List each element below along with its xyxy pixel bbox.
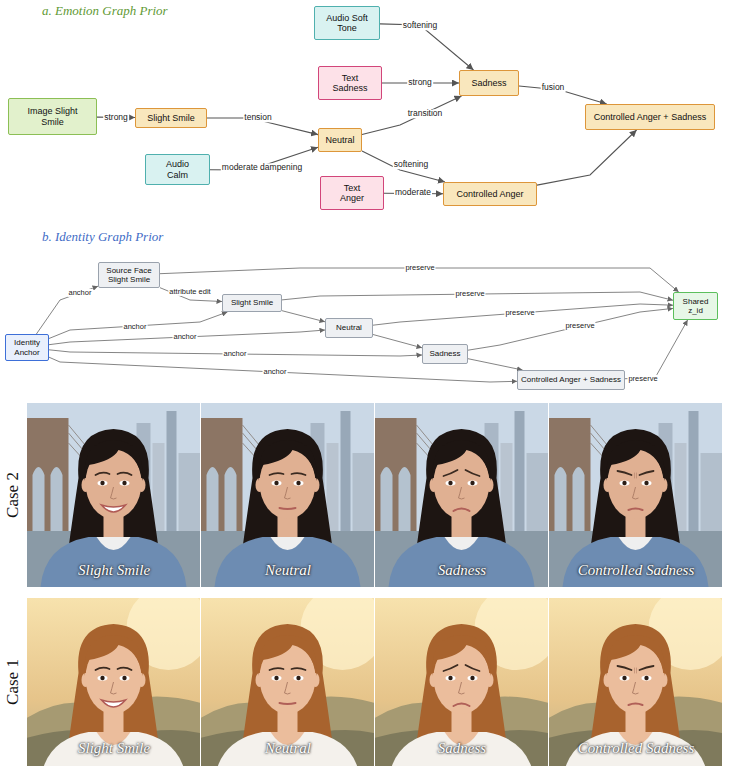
portrait-photo xyxy=(201,586,385,772)
edge-label: anchor xyxy=(123,323,148,331)
node-text: Neutral xyxy=(336,323,362,332)
graph-node: Sadness xyxy=(422,344,468,364)
edge-label: transition xyxy=(407,109,444,118)
node-text: Controlled Anger + Sadness xyxy=(521,375,621,384)
case2-row xyxy=(27,403,723,587)
node-text: Slight Smile xyxy=(231,298,273,307)
graph-node: Identity Anchor xyxy=(5,334,49,361)
node-text: Image Slight Smile xyxy=(22,106,84,127)
graph-node: Audio Soft Tone xyxy=(314,6,380,40)
graph-node: Text Anger xyxy=(320,176,384,210)
edge-label: strong xyxy=(407,78,433,87)
edge-label: anchor xyxy=(263,368,288,376)
graph-node: Slight Smile xyxy=(135,108,207,128)
node-text: Source Face Slight Smile xyxy=(103,266,155,284)
edge-label: tension xyxy=(243,113,272,122)
edge-label: softening xyxy=(402,21,439,30)
image-caption: Controlled Sadness xyxy=(578,740,695,757)
portrait-photo xyxy=(375,586,559,772)
image-caption: Neutral xyxy=(265,562,311,579)
graph-edge xyxy=(380,24,474,70)
image-caption: Neutral xyxy=(265,740,311,757)
image-caption: Sadness xyxy=(438,740,486,757)
edge-label: moderate dampening xyxy=(221,163,303,172)
edge-label: preserve xyxy=(564,322,595,330)
node-text: Audio Calm xyxy=(158,159,198,180)
node-text: Controlled Anger + Sadness xyxy=(594,112,706,122)
graph-edge xyxy=(282,311,325,322)
portrait-photo xyxy=(27,403,201,587)
node-text: Text Sadness xyxy=(328,73,372,94)
graph-node: Controlled Anger + Sadness xyxy=(517,370,625,390)
edge-label: softening xyxy=(393,160,430,169)
edge-label: strong xyxy=(103,113,129,122)
graph-edge xyxy=(362,96,462,135)
node-text: Identity Anchor xyxy=(9,338,45,356)
portrait-photo xyxy=(27,586,211,772)
edge-label: preserve xyxy=(504,309,535,317)
edge-label: preserve xyxy=(404,264,435,272)
graph-edge xyxy=(49,312,227,339)
graph-node: Image Slight Smile xyxy=(8,98,97,135)
node-text: Audio Soft Tone xyxy=(323,13,371,34)
image-caption: Slight Smile xyxy=(78,562,150,579)
graph-node: Controlled Anger + Sadness xyxy=(585,104,715,130)
graph-edge xyxy=(160,288,222,302)
graph-node: Neutral xyxy=(318,128,362,152)
edge-label: preserve xyxy=(627,375,658,383)
graph-node: Slight Smile xyxy=(222,294,282,312)
edge-label: fusion xyxy=(541,83,566,92)
graph-node: Neutral xyxy=(325,318,373,338)
node-text: Neutral xyxy=(325,135,354,145)
portrait-photo xyxy=(549,403,723,587)
portrait-photo xyxy=(201,403,375,587)
edge-label: anchor xyxy=(223,350,248,358)
node-text: Shared z_id xyxy=(679,297,713,315)
portrait-photo xyxy=(549,586,730,772)
node-text: Slight Smile xyxy=(147,113,195,123)
node-text: Text Anger xyxy=(332,183,372,204)
graph-node: Text Sadness xyxy=(318,66,382,100)
image-caption: Slight Smile xyxy=(78,740,150,757)
edge-label: anchor xyxy=(173,333,198,341)
node-text: Controlled Anger xyxy=(456,189,523,199)
graph-node: Audio Calm xyxy=(145,154,210,185)
section-title: b. Identity Graph Prior xyxy=(42,230,163,244)
graph-edge xyxy=(36,286,98,334)
graph-edge xyxy=(468,359,523,370)
row-label: Case 1 xyxy=(4,659,23,705)
graph-edge xyxy=(537,130,637,185)
portrait-photo xyxy=(375,403,549,587)
case1-row xyxy=(27,586,730,772)
graph-node: Source Face Slight Smile xyxy=(98,262,160,288)
graph-node: Shared z_id xyxy=(673,292,718,320)
graph-edge xyxy=(373,335,422,348)
edge-label: preserve xyxy=(454,290,485,298)
graph-edge xyxy=(625,320,688,379)
graph-edge xyxy=(468,308,673,350)
edge-label: attribute edit xyxy=(168,288,211,296)
node-text: Sadness xyxy=(471,78,506,88)
node-text: Sadness xyxy=(429,349,460,358)
graph-node: Sadness xyxy=(459,70,519,96)
image-caption: Controlled Sadness xyxy=(578,562,695,579)
edge-label: moderate xyxy=(394,188,432,197)
graph-node: Controlled Anger xyxy=(443,182,537,206)
graph-edge xyxy=(49,330,325,345)
image-caption: Sadness xyxy=(438,562,486,579)
section-title: a. Emotion Graph Prior xyxy=(42,4,168,18)
row-label: Case 2 xyxy=(4,472,23,518)
edge-label: anchor xyxy=(68,289,93,297)
